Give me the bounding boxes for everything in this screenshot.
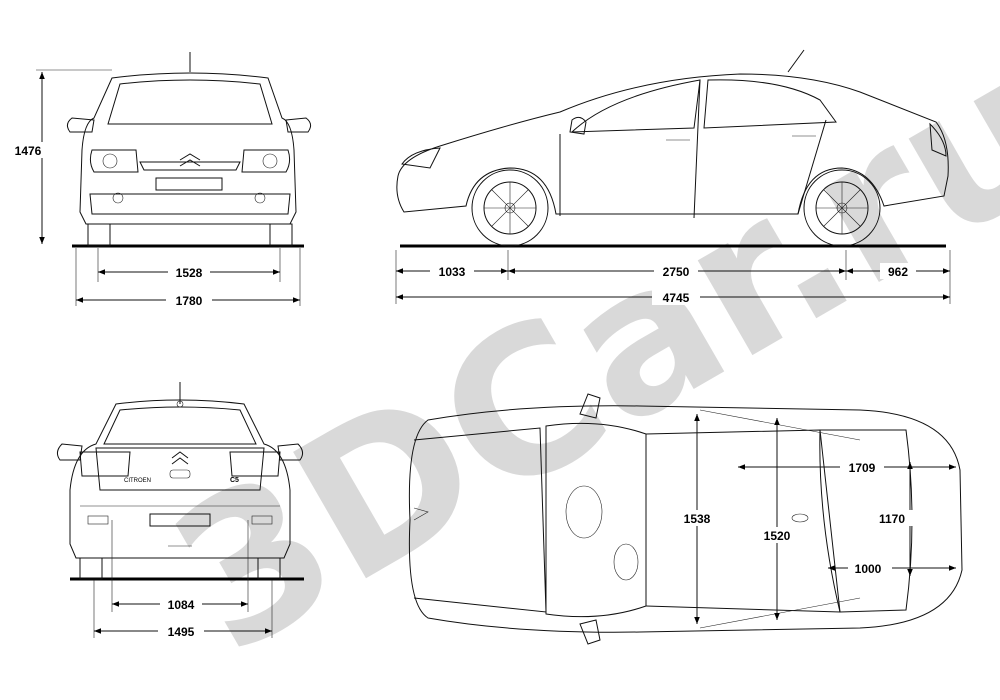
- front-height-label-bg: [16, 142, 56, 158]
- rear-model-badge: CITROEN: [124, 478, 151, 484]
- top-cabin-width-front-label: 1538: [684, 512, 711, 526]
- rear-left-taillight: [79, 451, 131, 477]
- rear-track-label-bg: [160, 596, 202, 612]
- side-length-label: 4745: [663, 291, 690, 305]
- front-windshield: [107, 79, 273, 125]
- front-left-tire: [87, 223, 111, 247]
- rear-variant-badge: C5: [230, 477, 239, 484]
- front-width-label-bg: [166, 292, 212, 308]
- top-right-mirror: [579, 619, 601, 645]
- side-view: 1033 2750 962 4745: [395, 49, 951, 305]
- front-left-mirror: [66, 117, 95, 133]
- rear-left-tire: [79, 557, 103, 580]
- side-door-pillar: [693, 79, 701, 219]
- rear-right-tire: [257, 557, 281, 580]
- front-right-headlight: [241, 149, 291, 173]
- watermark-text: 3DCar.ru: [137, 10, 1000, 699]
- front-left-lamp: [102, 153, 118, 169]
- front-height-label: 1476: [15, 144, 42, 158]
- side-rear-wheel: [803, 169, 881, 247]
- rear-right-mirror: [277, 443, 304, 461]
- rear-antenna-base: [176, 400, 184, 408]
- side-rear-overhang-label: 962: [888, 265, 908, 279]
- top-trunk-width-label-bg: [876, 510, 920, 526]
- top-left-mirror: [579, 393, 601, 419]
- top-body-outline: [408, 405, 963, 633]
- front-track-label-bg: [168, 264, 210, 280]
- side-antenna: [787, 49, 805, 73]
- side-body-outline: [396, 73, 949, 215]
- rear-trunk-handle: [169, 469, 191, 479]
- side-front-wheel: [471, 169, 549, 247]
- rear-left-mirror: [56, 443, 83, 461]
- rear-plate: [149, 513, 211, 527]
- side-rear-overhang-label-bg: [880, 263, 916, 279]
- top-trunk-opening-label-bg: [848, 560, 892, 576]
- rear-chevron-logo: [171, 451, 189, 465]
- side-rear-door-edge: [797, 119, 827, 215]
- side-front-overhang-label: 1033: [439, 265, 466, 279]
- front-width-label: 1780: [176, 294, 203, 308]
- side-wheelbase-label-bg: [654, 263, 698, 279]
- top-hood: [413, 427, 547, 613]
- side-mirror: [569, 116, 587, 135]
- front-bumper: [89, 193, 291, 215]
- top-gear-console: [613, 543, 639, 581]
- top-view: 1538 1520 1709 1170 1000: [408, 393, 963, 645]
- side-front-overhang-label-bg: [430, 263, 474, 279]
- front-track-label: 1528: [176, 266, 203, 280]
- top-trunk-opening-label: 1000: [855, 562, 882, 576]
- top-cabin-width-rear-label-bg: [756, 527, 798, 543]
- top-hood-chevron: [413, 507, 429, 521]
- watermark: 3DCar.ru: [137, 10, 1000, 699]
- front-plate: [155, 177, 223, 191]
- side-rear-spokes: [816, 182, 868, 234]
- side-length-label-bg: [652, 289, 700, 305]
- side-rear-window: [703, 79, 837, 129]
- top-trunk-length-label-bg: [840, 459, 884, 475]
- front-right-fog-light: [254, 192, 266, 204]
- front-right-mirror: [285, 117, 312, 133]
- top-cabin-width-front-label-bg: [676, 510, 718, 526]
- rear-width-label: 1495: [168, 625, 195, 639]
- front-left-fog-light: [112, 192, 124, 204]
- top-trunk-length-label: 1709: [849, 461, 876, 475]
- rear-right-reflector: [251, 515, 273, 525]
- rear-width-label-bg: [158, 623, 204, 639]
- side-taillight: [929, 122, 947, 157]
- top-fuel-cap: [791, 513, 809, 523]
- front-chevron-logo: [179, 153, 201, 167]
- side-headlight: [401, 147, 441, 169]
- top-right-sill-line: [699, 597, 861, 629]
- rear-track-label: 1084: [168, 598, 195, 612]
- front-view: 1476 1528 1780: [15, 52, 312, 308]
- rear-view: CITROEN C5 1084 1495: [56, 382, 304, 639]
- top-roof: [645, 429, 841, 613]
- front-right-tire: [269, 223, 293, 247]
- front-grille: [139, 161, 241, 171]
- rear-body-outline: [69, 399, 291, 559]
- top-cabin-width-rear-label: 1520: [764, 529, 791, 543]
- top-trunk-width-label: 1170: [879, 512, 905, 526]
- top-steering-wheel: [565, 485, 603, 539]
- front-right-lamp: [262, 153, 278, 169]
- front-left-headlight: [89, 149, 139, 173]
- rear-left-reflector: [87, 515, 109, 525]
- top-left-sill-line: [699, 409, 861, 441]
- side-front-spokes: [484, 182, 536, 234]
- rear-trunk-lid: [95, 447, 265, 491]
- side-wheelbase-label: 2750: [663, 265, 690, 279]
- rear-window: [103, 406, 257, 445]
